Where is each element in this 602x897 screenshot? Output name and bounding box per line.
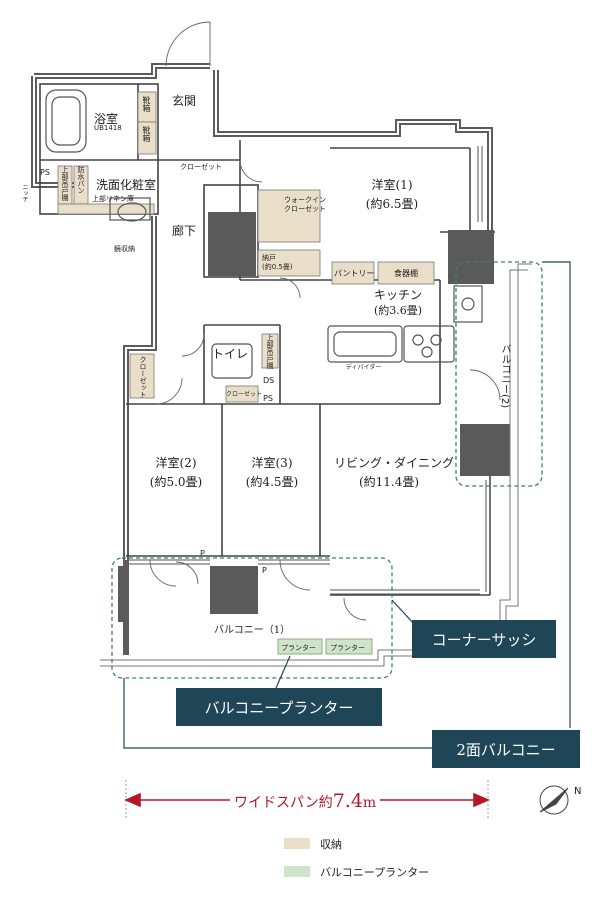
windows <box>128 146 491 595</box>
closet-w3-label: クローゼット <box>226 391 263 398</box>
balcony-planter-callout: バルコニープランター <box>176 688 382 726</box>
toilet-label: トイレ <box>212 347 249 361</box>
ps2-label: PS <box>263 394 273 403</box>
wide-span-prefix: ワイドスパン約 <box>234 795 333 811</box>
closet-top-label: クローゼット <box>180 163 222 171</box>
legend-storage-label: 収納 <box>320 838 342 851</box>
legend-planter-swatch <box>284 866 310 877</box>
dark-blocks <box>118 212 510 622</box>
living-label: リビング・ダイニング <box>334 456 455 470</box>
door-swings <box>149 21 501 621</box>
upper-storage-toilet-label: 上部吊戸棚 <box>266 334 274 369</box>
corner-sash-callout: コーナーサッシ <box>412 620 556 658</box>
wide-span-value: 7.4 <box>332 790 363 812</box>
balcony1-label: バルコニー（1） <box>214 625 291 636</box>
ps1-label: PS <box>40 168 50 177</box>
western1-label: 洋室(1) <box>371 178 413 192</box>
callout-connectors <box>123 261 571 749</box>
pantry-label: パントリー <box>334 269 375 278</box>
planters <box>277 638 373 655</box>
fixtures <box>45 89 483 379</box>
planter1-label: プランター <box>281 644 316 652</box>
kitchen-label: キッチン <box>373 288 422 302</box>
closet-w2-label: クローゼット <box>139 356 147 398</box>
divider-label: ディバイダー <box>346 364 382 371</box>
linen-label: 上部リネン庫 <box>92 195 134 203</box>
balcony2-label: バルコニー(2) <box>499 344 510 409</box>
living-size: (約11.4畳) <box>358 475 420 489</box>
dashed-highlights <box>111 261 543 679</box>
p1-label: P <box>200 549 205 558</box>
compass-icon <box>539 785 569 815</box>
western1-size: (約6.5畳) <box>365 197 419 211</box>
wide-span-unit: m <box>362 795 377 811</box>
two-sided-balcony-callout: 2面バルコニー <box>432 730 580 768</box>
p2-label: P <box>262 566 267 575</box>
dish-shelf-label: 食器棚 <box>394 269 418 278</box>
western3-size: (約4.5畳) <box>245 475 299 489</box>
washroom-label: 洗面化粧室 <box>96 178 157 192</box>
shoe-box-b-label: 靴箱 <box>142 126 151 142</box>
shoe-box-a-label: 靴箱 <box>142 96 151 112</box>
western2-label: 洋室(2) <box>155 456 197 470</box>
legend-storage-swatch <box>284 838 310 849</box>
bath-label: 浴室 <box>94 112 119 126</box>
mirror-storage-label: 鏡収納 <box>114 245 135 253</box>
ds-label: DS <box>263 376 275 385</box>
outer-walls-inner <box>33 65 491 560</box>
storage-door-label: 納戸 (約0.5畳) <box>262 254 293 271</box>
hallway-label: 廊下 <box>172 224 197 238</box>
western2-size: (約5.0畳) <box>149 475 203 489</box>
span-ticks <box>125 780 489 820</box>
bath-unit-label: UB1418 <box>94 124 122 132</box>
waterproof-pan-label: 防水パン <box>77 166 85 194</box>
niche-label: ニッチ <box>21 184 28 202</box>
storage-areas <box>57 91 435 403</box>
kitchen-size: (約3.6畳) <box>373 304 423 317</box>
entrance-label: 玄関 <box>172 94 197 108</box>
western3-label: 洋室(3) <box>251 456 293 470</box>
walkin-closet-label: ウォークイン クローゼット <box>284 196 326 213</box>
compass-label: N <box>574 786 582 797</box>
upper-storage-wash-label: 上部吊戸棚 <box>61 166 69 201</box>
legend-planter-label: バルコニープランター <box>320 866 430 879</box>
planter2-label: プランター <box>330 644 365 652</box>
wide-span-label: ワイドスパン約7.4m <box>230 790 381 812</box>
